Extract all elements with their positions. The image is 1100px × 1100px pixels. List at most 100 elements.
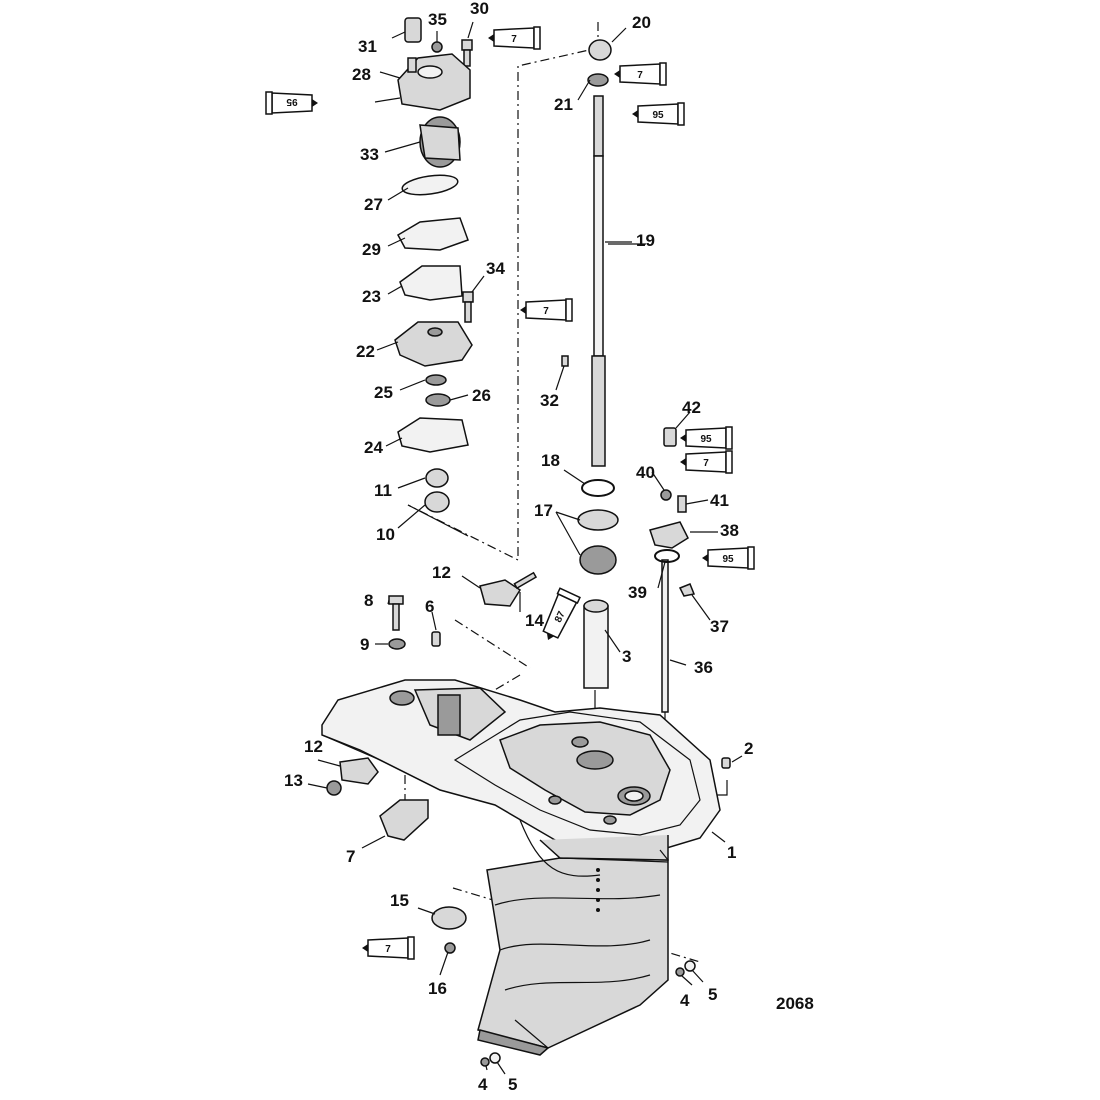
lubricant-tube-t16: 7 — [362, 936, 415, 960]
lubricant-tube-label: 95 — [286, 96, 298, 107]
callout-4b: 4 — [478, 1075, 488, 1094]
bolt-part-34 — [462, 291, 474, 323]
lubricant-tube-t42a: 95 — [680, 426, 733, 450]
bolt-part-8 — [388, 595, 404, 631]
callout-36: 36 — [694, 658, 713, 677]
driveshaft-part-19 — [591, 95, 606, 467]
gasket-part-23 — [399, 265, 463, 301]
lubricant-tube-label: 7 — [511, 34, 517, 45]
callout-10: 10 — [376, 525, 395, 544]
gearcase-housing — [321, 679, 721, 1056]
callout-labels: 1234455678910111212131415161718192021222… — [284, 0, 753, 1094]
callout-41: 41 — [710, 491, 729, 510]
anode-part-12-upper — [479, 579, 522, 607]
gasket-part-27 — [401, 174, 459, 196]
o-ring-part-18 — [581, 479, 615, 497]
callout-12b: 12 — [304, 737, 323, 756]
vent-holes — [596, 868, 600, 912]
callout-37: 37 — [710, 617, 729, 636]
figure-number: 2068 — [776, 994, 814, 1013]
callout-35: 35 — [428, 10, 447, 29]
lubricant-tube-t34: 7 — [520, 298, 573, 322]
callout-24: 24 — [364, 438, 383, 457]
bolt-part-41 — [677, 495, 687, 513]
callout-2: 2 — [744, 739, 753, 758]
nut-part-13 — [326, 780, 342, 796]
callout-3: 3 — [622, 647, 631, 666]
shift-bushing-part-38 — [649, 521, 689, 549]
callout-11: 11 — [374, 481, 392, 500]
callout-4a: 4 — [680, 991, 690, 1010]
lubricant-tube-label: 7 — [385, 944, 391, 955]
lubricant-tube-label: 7 — [543, 306, 549, 317]
sleeve-part-42 — [663, 427, 677, 447]
callout-12a: 12 — [432, 563, 451, 582]
shift-shaft-part-36 — [661, 559, 669, 713]
washer-part-5-upper — [684, 960, 696, 972]
lubricant-tube-label: 95 — [652, 110, 664, 121]
leader-lines — [307, 21, 743, 1075]
lubricant-tube-t21b: 95 — [632, 102, 685, 126]
callout-9: 9 — [360, 635, 369, 654]
seal-part-25 — [425, 374, 447, 386]
callout-15: 15 — [390, 891, 409, 910]
o-ring-part-39 — [654, 549, 680, 563]
callout-38: 38 — [720, 521, 739, 540]
anode-part-12-lower — [339, 757, 379, 785]
clip-part-37 — [678, 583, 696, 597]
pin-part-6 — [431, 631, 441, 647]
cap-part-15 — [431, 906, 467, 930]
washer-part-4-lower — [480, 1057, 490, 1067]
pump-housing-part-28 — [397, 53, 471, 111]
callout-6: 6 — [425, 597, 434, 616]
callout-26: 26 — [472, 386, 491, 405]
callout-1: 1 — [727, 843, 736, 862]
bearing-part-17 — [577, 509, 619, 575]
callout-32: 32 — [540, 391, 559, 410]
bushing-part-10 — [424, 491, 450, 513]
callout-27: 27 — [364, 195, 383, 214]
callout-34: 34 — [486, 259, 505, 278]
lubricant-tube-t21a: 7 — [614, 62, 667, 86]
callout-20: 20 — [632, 13, 651, 32]
callout-23: 23 — [362, 287, 381, 306]
bearing-part-26 — [425, 393, 451, 407]
trim-tab-part-7 — [379, 799, 429, 841]
pin-part-2 — [721, 757, 731, 769]
callout-5b: 5 — [508, 1075, 517, 1094]
callout-14: 14 — [525, 611, 544, 630]
washer-part-16 — [444, 942, 456, 954]
gasket-part-24 — [397, 417, 469, 453]
callout-5a: 5 — [708, 985, 717, 1004]
lubricant-tube-label: 95 — [722, 554, 734, 565]
callout-29: 29 — [362, 240, 381, 259]
lubricant-tube-label: 87 — [553, 609, 568, 624]
base-plate-part-22 — [394, 321, 473, 367]
callout-42: 42 — [682, 398, 701, 417]
lubricant-tube-t30: 7 — [488, 26, 541, 50]
callout-13: 13 — [284, 771, 303, 790]
callout-17: 17 — [534, 501, 553, 520]
lubricant-tube-t42b: 7 — [680, 450, 733, 474]
callout-22: 22 — [356, 342, 375, 361]
sleeve-part-11 — [425, 468, 449, 488]
nut-part-35 — [431, 41, 443, 53]
key-part-32 — [561, 355, 569, 367]
lubricant-tube-t28: 95 — [265, 91, 318, 115]
lubricant-tube-t39: 95 — [702, 546, 755, 570]
seal-part-21 — [587, 73, 609, 87]
washer-part-5-lower — [489, 1052, 501, 1064]
callout-19: 19 — [636, 231, 655, 250]
callout-39: 39 — [628, 583, 647, 602]
callout-40: 40 — [636, 463, 655, 482]
callout-18: 18 — [541, 451, 560, 470]
nut-part-40 — [660, 489, 672, 501]
sleeve-part-31 — [404, 17, 422, 43]
callout-8: 8 — [364, 591, 373, 610]
callout-25: 25 — [374, 383, 393, 402]
screw-part-14 — [513, 571, 538, 590]
callout-33: 33 — [360, 145, 379, 164]
tube-part-3 — [583, 599, 609, 689]
washer-part-4-upper — [675, 967, 685, 977]
